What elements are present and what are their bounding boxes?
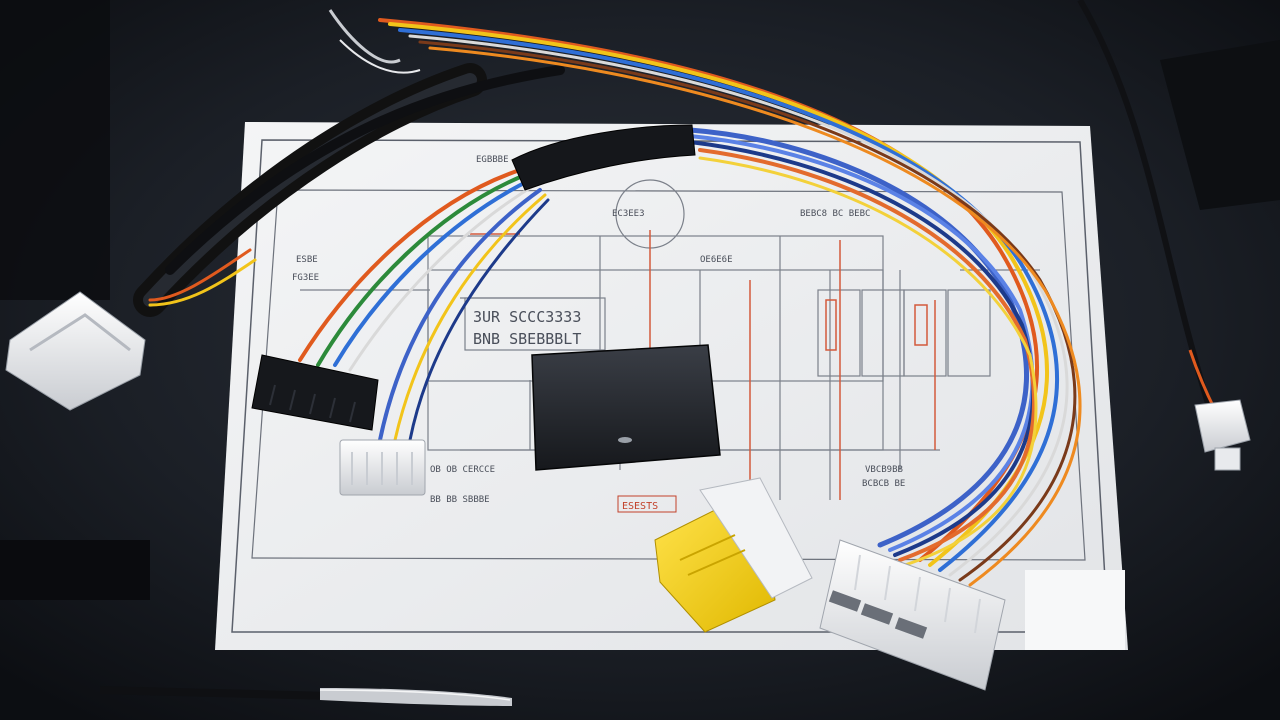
schematic-label-left-1: ESBE [296,255,318,265]
black-control-module [531,344,721,471]
right-cable-with-connector [1077,0,1251,471]
yellow-connector [654,477,813,633]
schematic-label-right-2: BCBCB BE [862,479,905,489]
small-white-connector [339,439,426,496]
metal-pen [100,686,512,706]
schematic-label-block-1: 3UR SCCC3333 [473,308,581,326]
wire-harness [148,18,1082,587]
schematic-label-left-2: FG3EE [292,273,319,283]
large-white-connector [819,539,1006,691]
white-connector-left [5,291,146,411]
schematic-label-top-right: BEBC8 BC BEBC [800,209,870,219]
black-connector [251,354,379,431]
schematic-label-conn-2: BB BB SBBBE [430,495,490,505]
schematic-label-block-2: BNB SBEBBBLT [473,330,581,348]
dark-object-left-top [0,0,110,300]
dark-object-left-bottom [0,540,150,600]
heat-shrink-sleeve [511,124,696,191]
schematic-label-conn-1: OB OB CERCCE [430,465,495,475]
schematic-label-top-left: EGBBBE [476,155,509,165]
schematic-label-top-mid: EC3EE3 [612,209,645,219]
paper-sticky-note [1025,570,1125,650]
schematic-label-center: OE6E6E [700,255,733,265]
dark-object-right [1160,40,1280,210]
top-wire-scraps [328,9,421,74]
black-cable-bundle [133,63,565,317]
schematic-label-right-1: VBCB9BB [865,465,903,475]
schematic-label-red: ESESTS [622,501,658,512]
